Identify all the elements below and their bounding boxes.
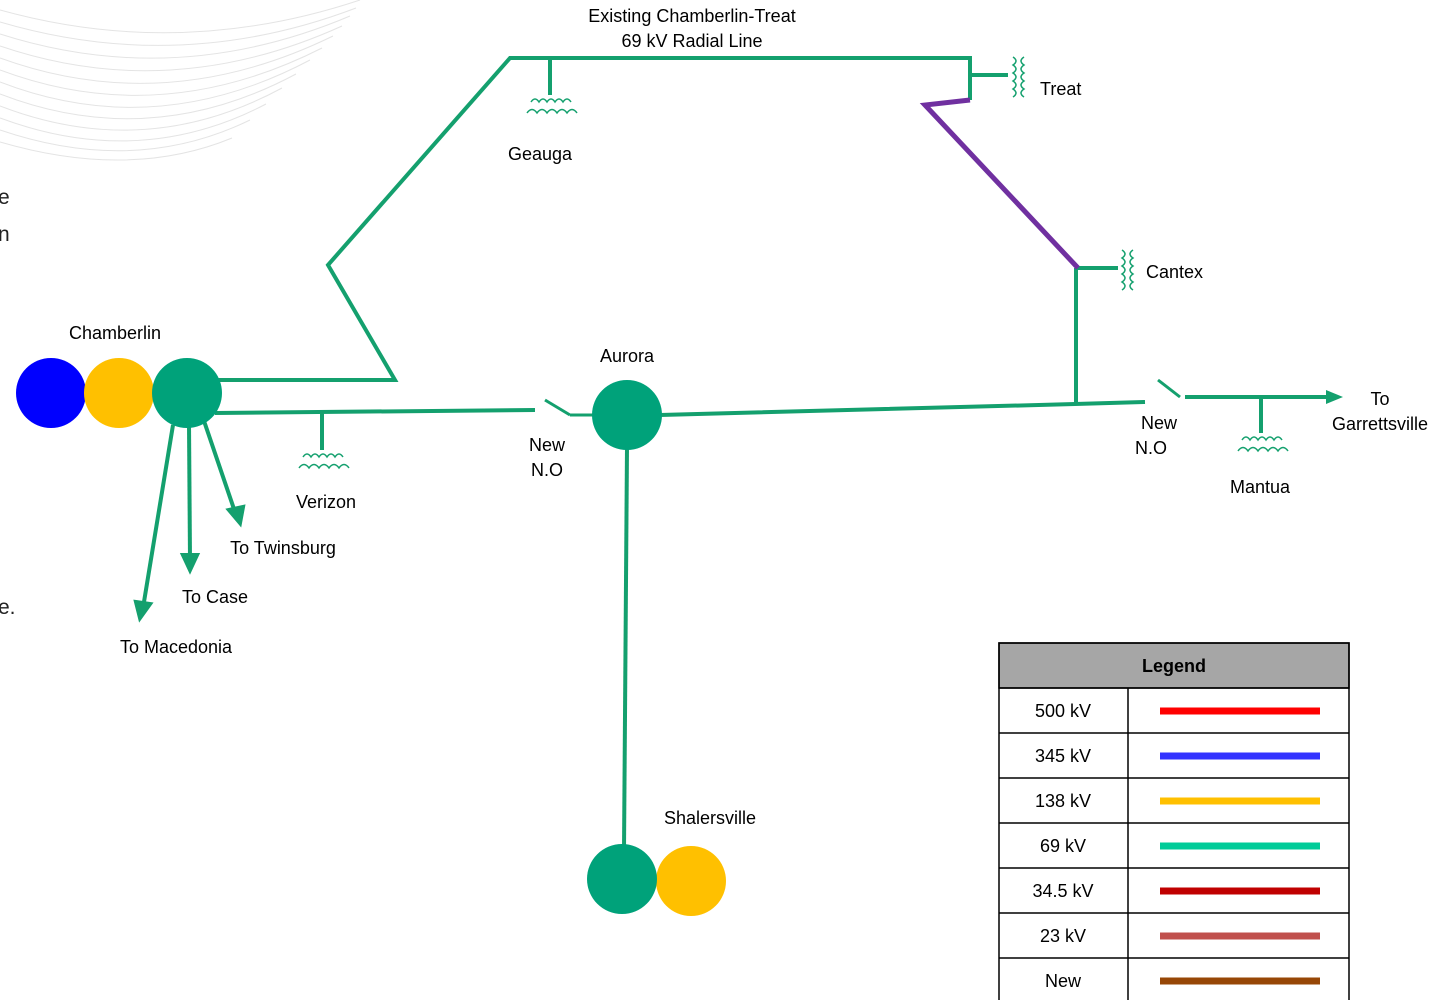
- switch-right: [1157, 378, 1181, 399]
- cantex-label: Cantex: [1146, 262, 1203, 282]
- aurora-east-line: [659, 400, 1146, 417]
- shalersville-substation: [587, 844, 726, 916]
- background-swirl: [0, 0, 361, 161]
- to-twinsburg-label: To Twinsburg: [230, 538, 336, 558]
- legend-row: New: [999, 957, 1349, 991]
- treat-label: Treat: [1040, 79, 1081, 99]
- legend-rows: 500 kV 345 kV 138 kV 69 kV 34.5 kV 23 kV New: [999, 687, 1349, 991]
- chamberlin-69kv-bus: [152, 358, 222, 428]
- chamberlin-aurora-line: [214, 408, 536, 415]
- cantex-transformer-icon: [1120, 249, 1135, 291]
- new-no-right-label-2: N.O: [1135, 438, 1167, 458]
- clipped-text-1: e: [0, 186, 10, 209]
- geauga-transformer-icon: [526, 98, 578, 115]
- chamberlin-substation: [16, 358, 222, 428]
- new-no-right-label-1: New: [1141, 413, 1178, 433]
- legend-row: 34.5 kV: [999, 867, 1349, 901]
- legend-row-label: 500 kV: [1035, 701, 1091, 721]
- chamberlin-345kv-bus: [16, 358, 86, 428]
- shalersville-138kv-bus: [656, 846, 726, 916]
- to-case-label: To Case: [182, 587, 248, 607]
- chamberlin-label: Chamberlin: [69, 323, 161, 343]
- legend-row: 138 kV: [999, 777, 1349, 811]
- geauga-label: Geauga: [508, 144, 573, 164]
- garrettsville-arrow: [1326, 390, 1343, 404]
- treat-transformer-icon: [1011, 56, 1026, 98]
- new-no-left-label-1: New: [529, 435, 566, 455]
- mantua-transformer-icon: [1237, 436, 1289, 453]
- legend-row-label: New: [1045, 971, 1082, 991]
- chamberlin-arrows: [133, 417, 246, 623]
- to-garrettsville-label-2: Garrettsville: [1332, 414, 1428, 434]
- legend-row-label: 23 kV: [1040, 926, 1086, 946]
- clipped-text-3: e.: [0, 596, 16, 619]
- purple-line: [919, 97, 1080, 270]
- aurora-bus: [592, 380, 662, 450]
- to-macedonia-label: To Macedonia: [120, 637, 233, 657]
- shalersville-label: Shalersville: [664, 808, 756, 828]
- shalersville-69kv-bus: [587, 844, 657, 914]
- legend-row-label: 345 kV: [1035, 746, 1091, 766]
- aurora-label: Aurora: [600, 346, 655, 366]
- legend: Legend 500 kV 345 kV 138 kV 69 kV 34.5 kV 23 …: [998, 642, 1350, 1000]
- legend-title: Legend: [1142, 656, 1206, 676]
- legend-row-label: 34.5 kV: [1032, 881, 1093, 901]
- line-network: [214, 56, 1330, 851]
- mantua-label: Mantua: [1230, 477, 1291, 497]
- legend-row-label: 69 kV: [1040, 836, 1086, 856]
- radial-line-label-2: 69 kV Radial Line: [621, 31, 762, 51]
- verizon-transformer-icon: [298, 453, 350, 470]
- chamberlin-treat-line: [215, 56, 972, 382]
- chamberlin-138kv-bus: [84, 358, 154, 428]
- switch-left: [544, 398, 594, 417]
- clipped-text-2: n: [0, 223, 10, 246]
- legend-row-label: 138 kV: [1035, 791, 1091, 811]
- to-garrettsville-label-1: To: [1370, 389, 1389, 409]
- aurora-shalersville-line: [622, 446, 629, 851]
- legend-row: 23 kV: [999, 912, 1349, 946]
- legend-row: 500 kV: [999, 687, 1349, 721]
- radial-line-label-1: Existing Chamberlin-Treat: [588, 6, 795, 26]
- verizon-label: Verizon: [296, 492, 356, 512]
- new-no-left-label-2: N.O: [531, 460, 563, 480]
- legend-row: 69 kV: [999, 822, 1349, 856]
- legend-row: 345 kV: [999, 732, 1349, 766]
